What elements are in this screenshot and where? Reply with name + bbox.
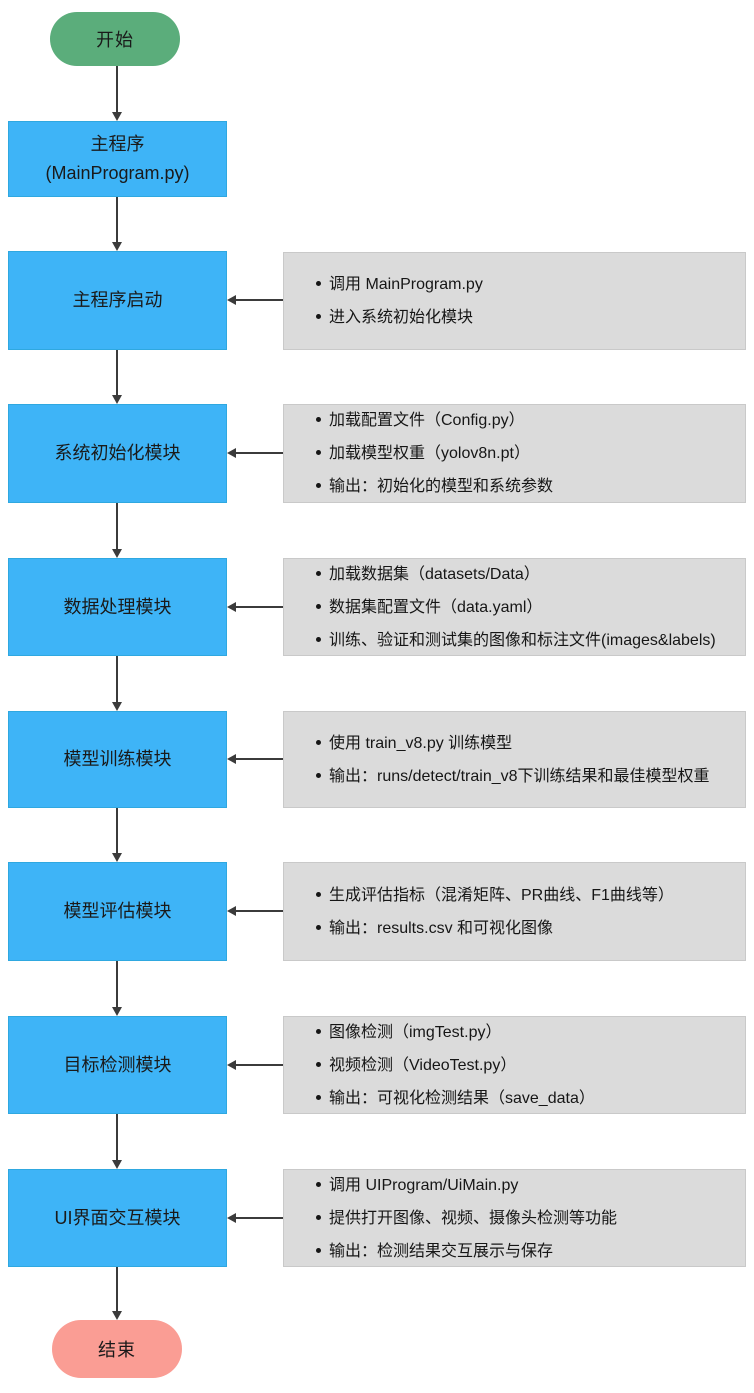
step-model-evaluation: 模型评估模块 <box>8 862 227 961</box>
note-bullet-list: 图像检测（imgTest.py）视频检测（VideoTest.py）输出：可视化… <box>284 1016 601 1115</box>
note-bullet: 输出：检测结果交互展示与保存 <box>316 1235 617 1268</box>
step-model-training-label: 模型训练模块 <box>63 749 172 770</box>
step-data-processing-label: 数据处理模块 <box>63 596 172 617</box>
note-bullet: 加载数据集（datasets/Data） <box>316 558 716 591</box>
step-object-detection: 目标检测模块 <box>8 1016 227 1114</box>
note-bullet: 输出：runs/detect/train_v8下训练结果和最佳模型权重 <box>316 760 710 793</box>
down-arrow-icon <box>112 656 122 711</box>
step-model-training: 模型训练模块 <box>8 711 227 808</box>
step-model-evaluation-label: 模型评估模块 <box>63 901 172 922</box>
down-arrow-icon <box>112 66 122 121</box>
note-bullet: 加载配置文件（Config.py） <box>316 404 553 437</box>
note-bullet: 输出：初始化的模型和系统参数 <box>316 470 553 503</box>
step-ui-interaction-label: UI界面交互模块 <box>54 1207 181 1228</box>
note-model-evaluation: 生成评估指标（混淆矩阵、PR曲线、F1曲线等）输出：results.csv 和可… <box>283 862 746 961</box>
end-node: 结束 <box>52 1320 182 1378</box>
note-system-init: 加载配置文件（Config.py）加载模型权重（yolov8n.pt）输出：初始… <box>283 404 746 503</box>
down-arrow-icon <box>112 503 122 558</box>
note-bullet: 生成评估指标（混淆矩阵、PR曲线、F1曲线等） <box>316 879 674 912</box>
note-bullet: 使用 train_v8.py 训练模型 <box>316 727 710 760</box>
note-bullet: 输出：可视化检测结果（save_data） <box>316 1082 595 1115</box>
step-program-start: 主程序启动 <box>8 251 227 350</box>
left-arrow-icon <box>227 448 283 458</box>
note-model-training: 使用 train_v8.py 训练模型输出：runs/detect/train_… <box>283 711 746 808</box>
note-data-processing: 加载数据集（datasets/Data）数据集配置文件（data.yaml）训练… <box>283 558 746 656</box>
start-node-label: 开始 <box>96 30 134 50</box>
step-ui-interaction: UI界面交互模块 <box>8 1169 227 1267</box>
note-bullet: 训练、验证和测试集的图像和标注文件(images&labels) <box>316 624 716 657</box>
step-main-program: 主程序 (MainProgram.py) <box>8 121 227 197</box>
down-arrow-icon <box>112 961 122 1016</box>
left-arrow-icon <box>227 602 283 612</box>
note-bullet: 图像检测（imgTest.py） <box>316 1016 595 1049</box>
step-system-init: 系统初始化模块 <box>8 404 227 503</box>
left-arrow-icon <box>227 1213 283 1223</box>
down-arrow-icon <box>112 1114 122 1169</box>
step-object-detection-label: 目标检测模块 <box>63 1054 172 1075</box>
down-arrow-icon <box>112 1267 122 1320</box>
step-program-start-label: 主程序启动 <box>72 290 163 311</box>
note-object-detection: 图像检测（imgTest.py）视频检测（VideoTest.py）输出：可视化… <box>283 1016 746 1114</box>
note-bullet: 加载模型权重（yolov8n.pt） <box>316 437 553 470</box>
end-node-label: 结束 <box>98 1340 136 1360</box>
left-arrow-icon <box>227 754 283 764</box>
note-bullet-list: 使用 train_v8.py 训练模型输出：runs/detect/train_… <box>284 727 716 793</box>
down-arrow-icon <box>112 197 122 251</box>
note-bullet: 输出：results.csv 和可视化图像 <box>316 912 674 945</box>
left-arrow-icon <box>227 295 283 305</box>
start-node: 开始 <box>50 12 180 66</box>
note-bullet-list: 加载配置文件（Config.py）加载模型权重（yolov8n.pt）输出：初始… <box>284 404 559 503</box>
down-arrow-icon <box>112 350 122 404</box>
down-arrow-icon <box>112 808 122 862</box>
left-arrow-icon <box>227 1060 283 1070</box>
note-bullet: 调用 MainProgram.py <box>316 268 483 301</box>
step-data-processing: 数据处理模块 <box>8 558 227 656</box>
note-bullet: 提供打开图像、视频、摄像头检测等功能 <box>316 1202 617 1235</box>
note-bullet: 进入系统初始化模块 <box>316 301 483 334</box>
note-bullet: 数据集配置文件（data.yaml） <box>316 591 716 624</box>
left-arrow-icon <box>227 906 283 916</box>
note-bullet: 视频检测（VideoTest.py） <box>316 1049 595 1082</box>
step-main-program-label: 主程序 (MainProgram.py) <box>45 134 190 183</box>
note-bullet-list: 生成评估指标（混淆矩阵、PR曲线、F1曲线等）输出：results.csv 和可… <box>284 879 680 945</box>
step-system-init-label: 系统初始化模块 <box>54 443 181 464</box>
note-bullet: 调用 UIProgram/UiMain.py <box>316 1169 617 1202</box>
note-bullet-list: 加载数据集（datasets/Data）数据集配置文件（data.yaml）训练… <box>284 558 722 657</box>
